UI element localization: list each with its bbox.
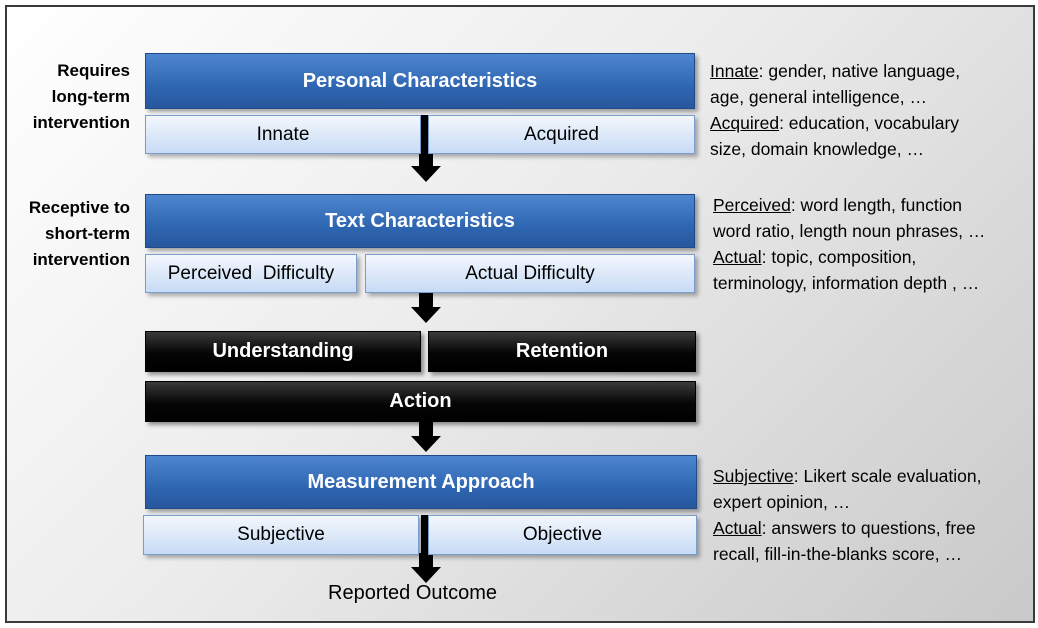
side-label-line: Receptive to xyxy=(28,198,130,217)
perceived-difficulty-label: Perceived Difficulty xyxy=(167,262,335,284)
arrow-down-icon xyxy=(411,152,441,182)
innate-label: Innate xyxy=(256,123,310,145)
text-notes: Perceived: word length, function word ra… xyxy=(713,192,985,296)
note-line: Innate: gender, native language, xyxy=(710,58,960,84)
personal-characteristics-box: Personal Characteristics xyxy=(145,53,695,109)
personal-notes: Innate: gender, native language, age, ge… xyxy=(710,58,960,162)
subjective-box: Subjective xyxy=(143,515,419,555)
text-characteristics-title: Text Characteristics xyxy=(325,209,515,232)
note-line: expert opinion, … xyxy=(713,492,851,512)
side-label-line: long-term xyxy=(51,87,130,106)
measurement-notes: Subjective: Likert scale evaluation, exp… xyxy=(713,463,982,567)
acquired-box: Acquired xyxy=(428,115,695,154)
side-label-line: Requires xyxy=(57,61,130,80)
note-term: Actual xyxy=(713,518,762,538)
connector-line xyxy=(421,115,431,155)
note-line: terminology, information depth , … xyxy=(713,273,980,293)
note-text: : topic, composition, xyxy=(761,247,917,267)
side-label-long-term: Requires long-term intervention xyxy=(10,58,130,136)
innate-box: Innate xyxy=(145,115,421,154)
note-term: Acquired xyxy=(710,113,780,133)
text-characteristics-box: Text Characteristics xyxy=(145,194,695,248)
note-line: Actual: topic, composition, xyxy=(713,244,985,270)
note-line: Subjective: Likert scale evaluation, xyxy=(713,463,982,489)
note-text: : Likert scale evaluation, xyxy=(793,466,982,486)
retention-label: Retention xyxy=(515,340,609,362)
objective-box: Objective xyxy=(428,515,697,555)
side-label-line: intervention xyxy=(32,250,130,269)
personal-characteristics-title: Personal Characteristics xyxy=(302,69,538,92)
arrow-down-icon xyxy=(411,293,441,323)
action-box: Action xyxy=(145,381,696,422)
note-line: Perceived: word length, function xyxy=(713,192,985,218)
note-term: Subjective xyxy=(713,466,794,486)
note-line: size, domain knowledge, … xyxy=(710,139,924,159)
note-line: recall, fill-in-the-blanks score, … xyxy=(713,544,962,564)
side-label-short-term: Receptive to short-term intervention xyxy=(5,195,130,273)
note-text: : word length, function xyxy=(790,195,963,215)
note-term: Perceived xyxy=(713,195,791,215)
note-line: age, general intelligence, … xyxy=(710,87,927,107)
note-text: : education, vocabulary xyxy=(779,113,960,133)
perceived-difficulty-box: Perceived Difficulty xyxy=(145,254,357,293)
side-label-line: intervention xyxy=(32,113,130,132)
understanding-box: Understanding xyxy=(145,331,421,372)
note-term: Actual xyxy=(713,247,762,267)
note-line: word ratio, length noun phrases, … xyxy=(713,221,986,241)
arrow-down-icon xyxy=(411,422,441,452)
understanding-label: Understanding xyxy=(212,340,354,362)
action-label: Action xyxy=(389,390,452,412)
acquired-label: Acquired xyxy=(524,123,599,145)
retention-box: Retention xyxy=(428,331,696,372)
subjective-label: Subjective xyxy=(237,524,325,545)
measurement-approach-title: Measurement Approach xyxy=(307,470,535,493)
note-line: Acquired: education, vocabulary xyxy=(710,110,960,136)
measurement-approach-box: Measurement Approach xyxy=(145,455,697,509)
note-text: : gender, native language, xyxy=(758,61,961,81)
note-term: Innate xyxy=(710,61,759,81)
actual-difficulty-label: Actual Difficulty xyxy=(465,262,595,284)
side-label-line: short-term xyxy=(44,224,130,243)
note-text: : answers to questions, free xyxy=(761,518,976,538)
connector-line xyxy=(421,515,431,557)
reported-outcome-label: Reported Outcome xyxy=(328,582,497,604)
note-line: Actual: answers to questions, free xyxy=(713,515,982,541)
arrow-down-icon xyxy=(411,553,441,583)
actual-difficulty-box: Actual Difficulty xyxy=(365,254,695,293)
objective-label: Objective xyxy=(522,524,603,545)
